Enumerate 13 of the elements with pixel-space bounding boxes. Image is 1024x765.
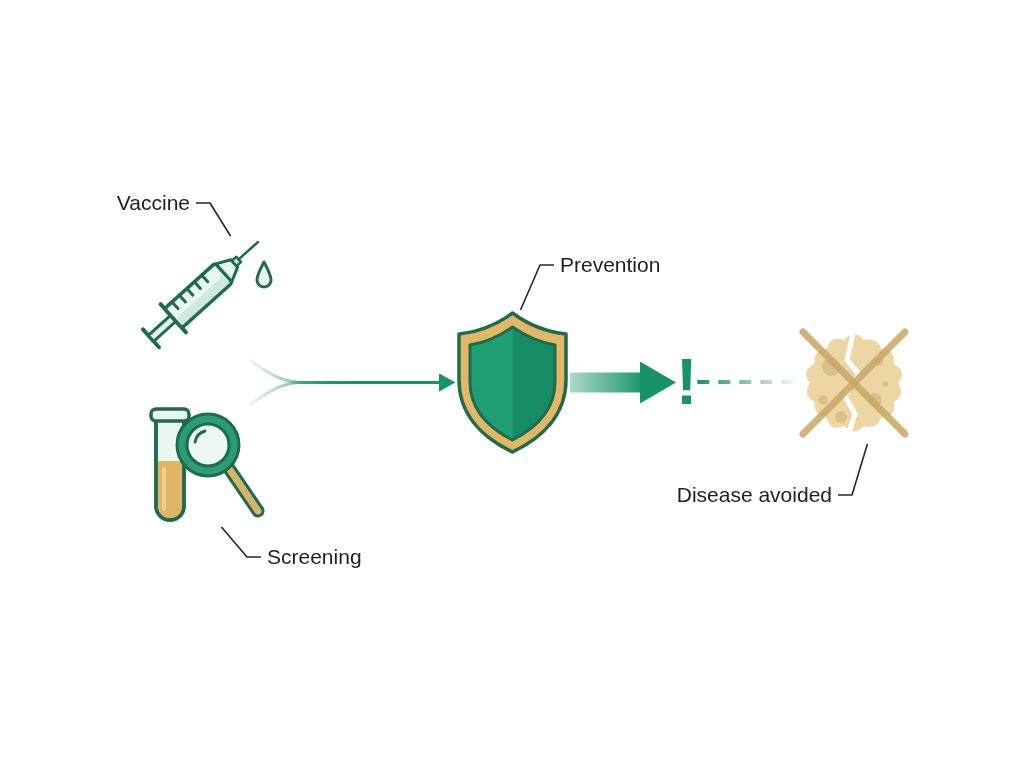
shield-illustration [455,310,570,455]
exclamation-mark: ! [676,350,698,414]
dashed-line [697,380,793,384]
merging-arrow [248,373,455,407]
callout-label: Disease avoided [670,483,838,507]
leader-line [519,264,555,311]
callout-label: Prevention [554,253,667,277]
thick-arrow [570,361,676,404]
leader-line [837,443,869,496]
leader-line [195,202,232,237]
callout-label: Vaccine [110,191,196,215]
callout-label: Screening [261,545,368,569]
leader-line [220,526,262,558]
